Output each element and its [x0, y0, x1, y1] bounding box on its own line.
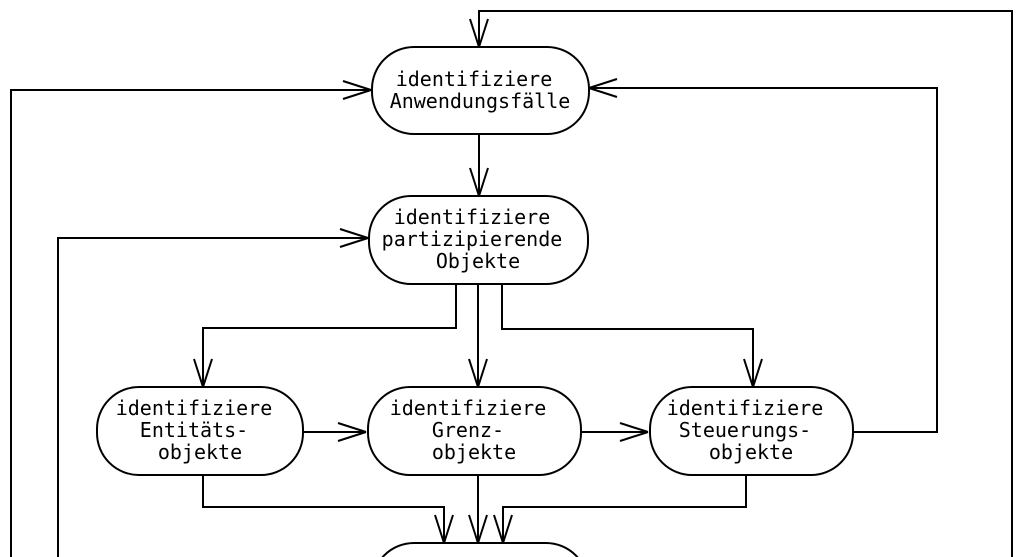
- arrowhead-down-n2-n5: [743, 358, 763, 388]
- node-anwendungsfaelle-label: identifiziere Anwendungsfälle: [390, 67, 571, 113]
- node-label-line: identifiziere: [116, 396, 273, 420]
- node-partizipierende-objekte: identifiziere partizipierende Objekte: [368, 195, 589, 285]
- node-label-line: Steuerungs-: [679, 418, 811, 442]
- node-label-line: identifiziere: [667, 396, 824, 420]
- node-steuerungs-shape: [649, 386, 854, 476]
- edge-partizipierende-entitaets: [202, 284, 457, 385]
- node-label-line: Objekte: [436, 249, 520, 273]
- node-grenz-label: identifiziere Grenz- objekte: [390, 396, 559, 464]
- diagram-edges: [10, 10, 1013, 557]
- arrowhead-down-n2-n4: [468, 358, 488, 388]
- node-label-line: identifiziere: [390, 396, 547, 420]
- arrowhead-right-n4-n5: [619, 422, 649, 442]
- node-label-line: Anwendungsfälle: [390, 89, 571, 113]
- node-label-line: identifiziere: [394, 205, 551, 229]
- node-grenzobjekte: identifiziere Grenz- objekte: [367, 386, 582, 476]
- edge-entitaets-bottom: [202, 476, 445, 541]
- edge-left-outer-loop: [10, 89, 370, 557]
- arrowhead-right-n3-n4: [337, 422, 367, 442]
- arrowhead-down-n2-n3: [193, 358, 213, 388]
- arrowhead-down-n5-n6: [493, 514, 513, 544]
- node-grenz-shape: [367, 386, 582, 476]
- arrowhead-down-top-loop: [469, 18, 489, 48]
- node-label-line: objekte: [158, 440, 242, 464]
- edge-partizipierende-steuerungs: [501, 284, 754, 385]
- node-bottom-shape: [381, 542, 579, 557]
- node-anwendungsfaelle: identifiziere Anwendungsfälle: [371, 46, 590, 135]
- arrowhead-down-n3-n6: [434, 514, 454, 544]
- node-partizipierende-label: identifiziere partizipierende Objekte: [382, 205, 575, 273]
- node-entitaets-label: identifiziere Entitäts- objekte: [116, 396, 285, 464]
- node-label-line: partizipierende: [382, 227, 563, 251]
- node-label-line: Grenz-: [432, 418, 504, 442]
- edge-left-inner-loop: [57, 237, 367, 557]
- edge-steuerungs-bottom: [502, 476, 747, 541]
- node-label-line: identifiziere: [396, 67, 553, 91]
- node-label-line: Entitäts-: [140, 418, 248, 442]
- arrowhead-down-n1-n2: [469, 167, 489, 197]
- node-label-line: objekte: [709, 440, 793, 464]
- arrowhead-right-left-inner: [339, 228, 369, 248]
- node-steuerungs-label: identifiziere Steuerungs- objekte: [667, 396, 836, 464]
- node-steuerungsobjekte: identifiziere Steuerungs- objekte: [649, 386, 854, 476]
- node-bottom-cutoff: [381, 542, 579, 557]
- node-entitaets-shape: [96, 386, 304, 476]
- arrowhead-right-left-outer: [342, 80, 372, 100]
- arrowhead-down-n4-n6: [468, 514, 488, 544]
- edge-steuerungs-feedback-anwendungsfaelle: [591, 87, 938, 433]
- node-anwendungsfaelle-shape: [371, 46, 590, 135]
- node-partizipierende-shape: [368, 195, 589, 285]
- arrowhead-left-n5-n1: [588, 78, 618, 98]
- diagram-nodes: identifiziere Anwendungsfälle identifizi…: [96, 46, 854, 557]
- edge-top-loop: [478, 10, 1013, 557]
- node-label-line: objekte: [432, 440, 516, 464]
- node-entitaetsobjekte: identifiziere Entitäts- objekte: [96, 386, 304, 476]
